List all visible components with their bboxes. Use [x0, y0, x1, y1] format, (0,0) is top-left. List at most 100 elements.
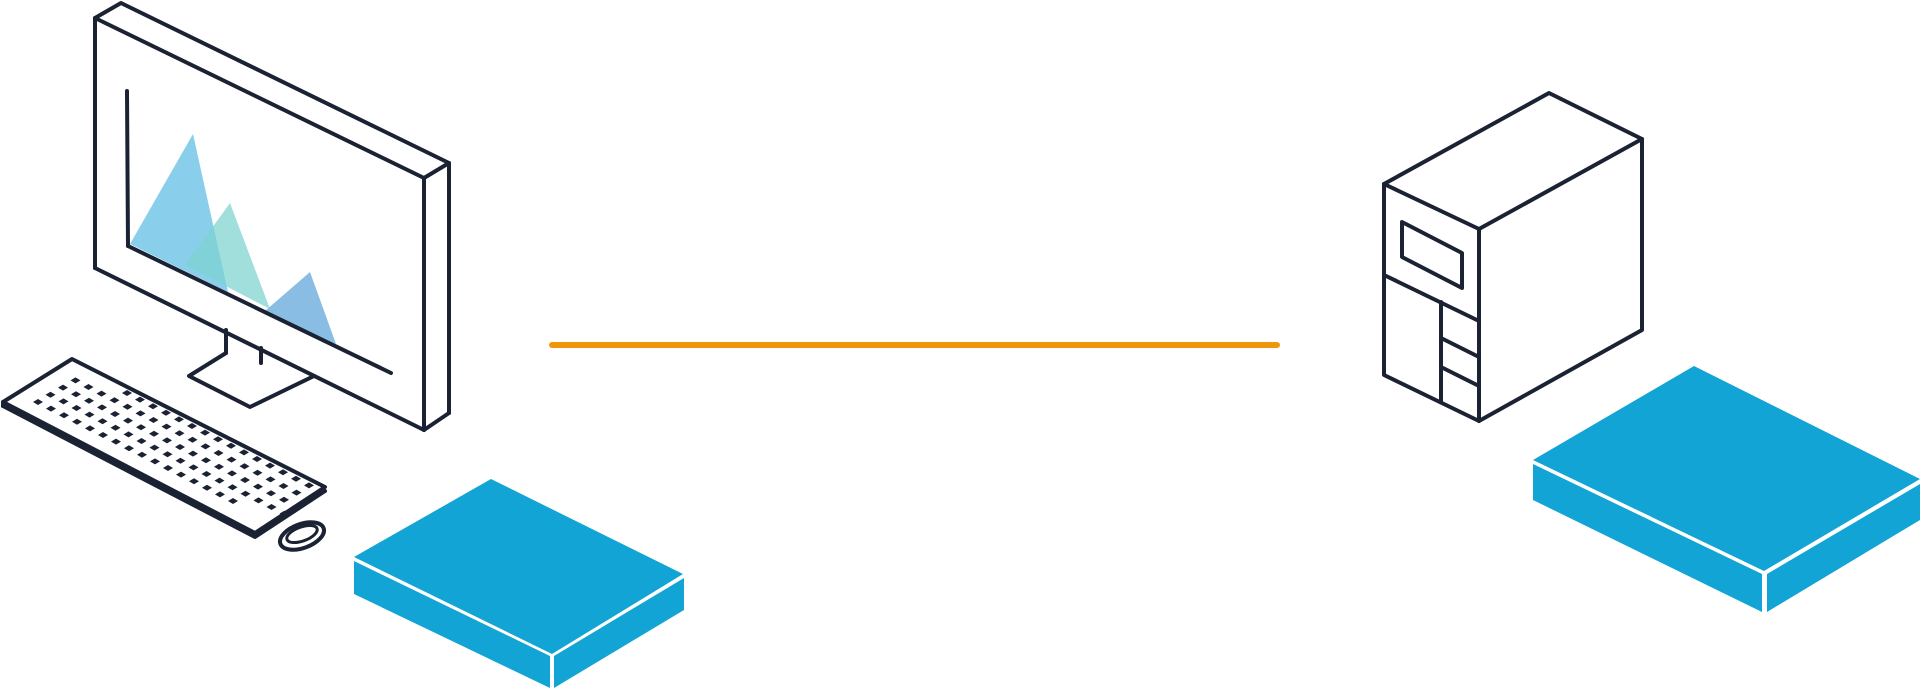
- key: [84, 397, 94, 404]
- key: [123, 417, 133, 424]
- key: [135, 396, 145, 403]
- key: [97, 404, 107, 411]
- key: [85, 425, 95, 432]
- key: [136, 424, 146, 431]
- key: [175, 457, 186, 464]
- key: [226, 456, 237, 463]
- key: [149, 430, 159, 437]
- key: [84, 411, 95, 418]
- key: [252, 456, 262, 462]
- key: [200, 429, 210, 436]
- key: [304, 482, 314, 489]
- keyboard-keys: [33, 377, 327, 517]
- key: [124, 445, 134, 452]
- mouse-icon: [278, 520, 326, 552]
- key: [163, 465, 173, 471]
- chart-peak-2: [185, 203, 270, 309]
- key: [292, 503, 302, 510]
- key: [202, 484, 212, 491]
- key: [304, 496, 315, 503]
- key: [137, 451, 147, 458]
- key: [279, 496, 289, 503]
- key: [110, 424, 121, 431]
- key: [239, 449, 249, 456]
- key: [279, 510, 290, 517]
- key: [266, 504, 277, 510]
- tower-server-icon: [1382, 91, 1644, 423]
- key: [228, 498, 238, 504]
- key: [266, 490, 276, 497]
- key: [135, 410, 146, 417]
- key: [240, 490, 251, 497]
- key: [253, 483, 263, 490]
- key: [149, 444, 160, 451]
- local-transmitter-icon: [354, 479, 684, 688]
- key: [148, 417, 159, 423]
- key: [213, 436, 223, 443]
- key: [215, 491, 225, 498]
- key: [71, 405, 82, 411]
- key: [187, 423, 197, 429]
- key: [83, 384, 94, 390]
- keyboard-icon: [1, 357, 327, 539]
- key: [45, 391, 56, 398]
- key: [161, 409, 171, 416]
- key: [162, 451, 173, 458]
- key: [123, 431, 134, 438]
- key: [161, 423, 172, 430]
- key: [46, 405, 56, 412]
- key: [265, 462, 275, 469]
- chart-peak-3: [265, 272, 336, 344]
- key: [98, 432, 108, 438]
- key: [188, 450, 198, 457]
- key: [97, 418, 108, 425]
- key: [111, 438, 121, 445]
- key: [201, 457, 211, 464]
- key: [252, 469, 263, 476]
- key: [175, 444, 185, 450]
- key: [33, 399, 43, 405]
- key: [59, 412, 69, 419]
- key: [148, 403, 158, 410]
- key: [201, 471, 212, 477]
- key: [213, 450, 224, 456]
- key: [240, 477, 250, 483]
- key: [150, 458, 160, 465]
- key: [291, 489, 302, 496]
- remote-receiver-icon: [1533, 366, 1920, 612]
- key: [189, 478, 199, 485]
- key: [265, 476, 276, 483]
- key: [58, 398, 69, 405]
- key: [214, 463, 224, 470]
- key: [58, 384, 68, 391]
- key: [278, 483, 289, 489]
- key: [162, 437, 172, 444]
- key: [110, 411, 120, 417]
- key: [136, 438, 147, 444]
- key: [188, 464, 199, 471]
- desktop-computer-icon: [93, 1, 451, 432]
- key: [291, 475, 301, 482]
- key: [72, 418, 82, 425]
- key: [96, 390, 107, 397]
- key: [174, 430, 185, 437]
- key: [122, 390, 132, 396]
- key: [239, 463, 250, 470]
- key: [71, 391, 81, 398]
- key: [176, 471, 186, 478]
- key: [227, 470, 237, 477]
- key: [253, 497, 264, 504]
- screen-chart: [130, 134, 336, 344]
- key: [70, 377, 81, 384]
- key: [226, 442, 236, 449]
- key: [278, 469, 288, 476]
- key: [200, 443, 211, 450]
- key: [174, 416, 184, 423]
- key: [214, 477, 225, 484]
- key: [187, 436, 198, 443]
- key: [109, 397, 120, 404]
- key: [122, 403, 133, 410]
- key: [227, 484, 238, 491]
- key: [317, 489, 327, 495]
